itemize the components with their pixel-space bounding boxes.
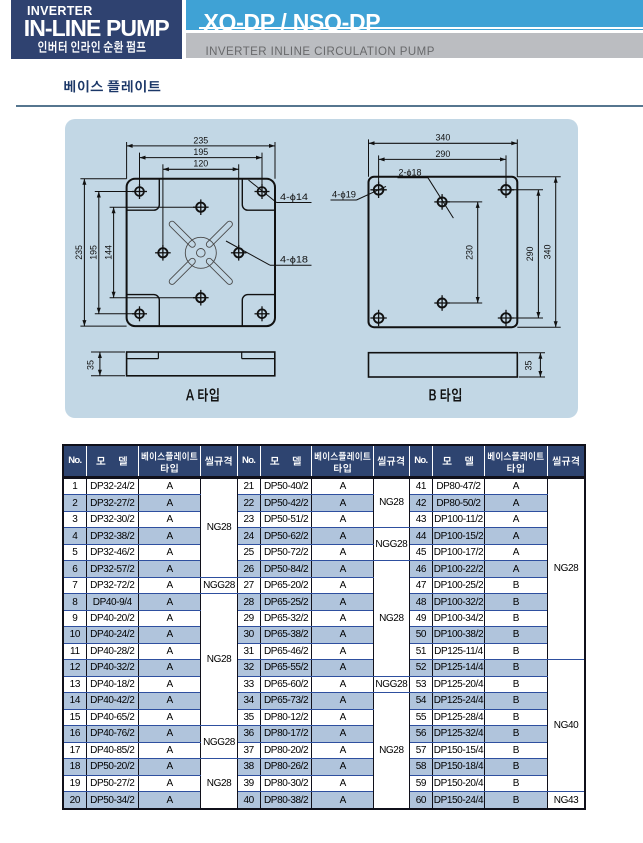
svg-text:4-ϕ18: 4-ϕ18 — [280, 255, 308, 265]
svg-text:120: 120 — [193, 159, 208, 170]
svg-text:195: 195 — [193, 147, 208, 158]
svg-text:144: 144 — [103, 245, 114, 260]
svg-text:2-ϕ18: 2-ϕ18 — [399, 167, 422, 177]
svg-text:340: 340 — [543, 245, 554, 260]
svg-text:290: 290 — [525, 247, 536, 262]
svg-text:195: 195 — [89, 245, 100, 260]
svg-text:4-ϕ19: 4-ϕ19 — [332, 190, 356, 200]
svg-text:230: 230 — [465, 245, 476, 260]
svg-text:35: 35 — [86, 360, 97, 370]
svg-text:4-ϕ14: 4-ϕ14 — [280, 192, 308, 202]
svg-text:35: 35 — [524, 361, 535, 371]
svg-text:290: 290 — [436, 149, 451, 160]
svg-text:235: 235 — [74, 245, 85, 260]
svg-text:235: 235 — [193, 135, 208, 146]
svg-text:340: 340 — [436, 133, 451, 144]
